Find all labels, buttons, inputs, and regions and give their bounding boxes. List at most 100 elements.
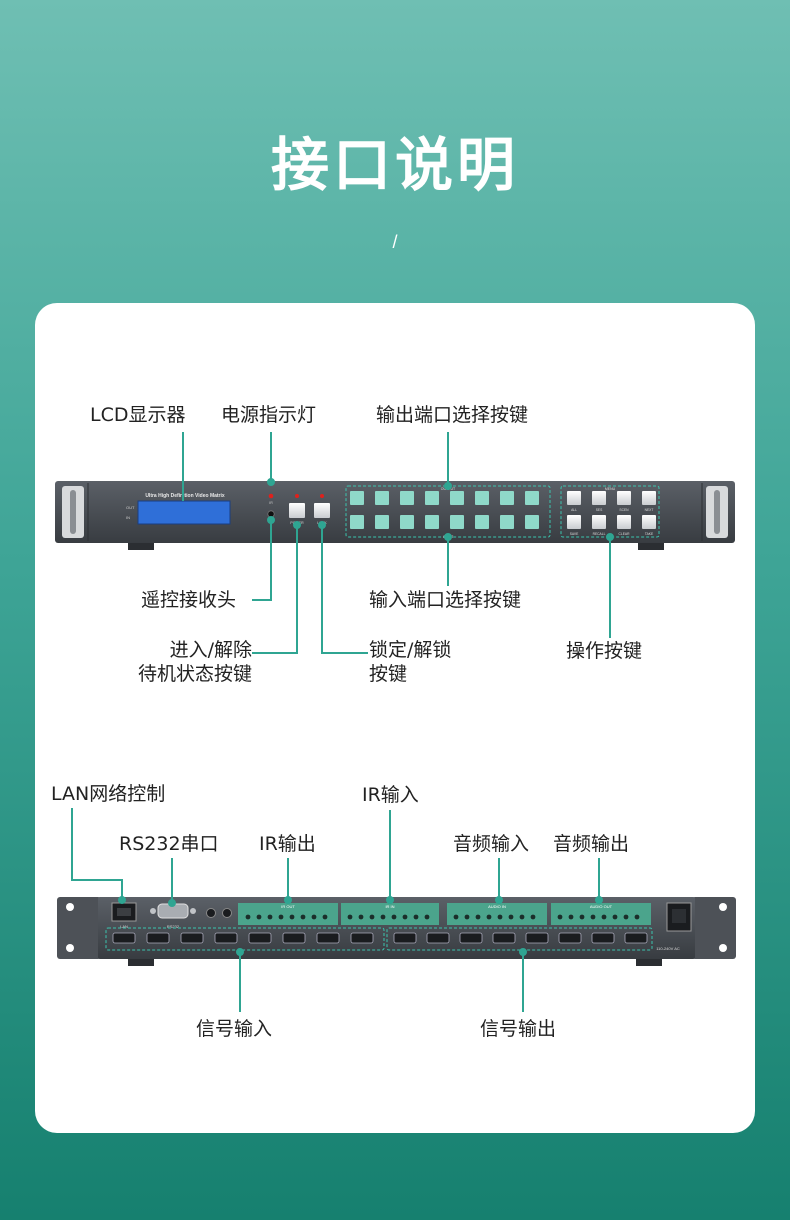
menu-key-recall[interactable] — [592, 515, 606, 529]
menu-key-label: SES — [596, 508, 603, 512]
menu-key-scen[interactable] — [617, 491, 631, 505]
hdmi-output-port[interactable] — [459, 932, 483, 944]
hdmi-output-port[interactable] — [393, 932, 417, 944]
label-ir-receiver: 遥控接收头 — [141, 589, 237, 611]
ir-in-text: IR IN — [385, 904, 394, 909]
label-input-select: 输入端口选择按键 — [369, 589, 522, 611]
audio-out-terminal[interactable] — [551, 903, 651, 925]
menu-key-label: RECALL — [593, 532, 606, 536]
output-key[interactable] — [500, 491, 514, 505]
label-standby-line2: 待机状态按键 — [137, 663, 252, 685]
audio-in-text: AUDIO IN — [488, 904, 506, 909]
hdmi-input-port[interactable] — [316, 932, 340, 944]
input-key[interactable] — [350, 515, 364, 529]
ir-out-terminal[interactable] — [238, 903, 338, 925]
menu-key-label: SAVE — [570, 532, 579, 536]
hdmi-input-port[interactable] — [282, 932, 306, 944]
label-signal-in: 信号输入 — [196, 1018, 273, 1040]
label-audio-out: 音频输出 — [553, 833, 630, 855]
audio-in-terminal[interactable] — [447, 903, 547, 925]
power-spec-text: 110-240V AC — [656, 946, 680, 951]
input-key[interactable] — [400, 515, 414, 529]
label-power-led: 电源指示灯 — [221, 404, 317, 426]
rs232-text: RS232 — [167, 924, 180, 929]
input-keys — [350, 515, 539, 529]
ir-text: IR — [269, 501, 273, 505]
output-keys — [350, 491, 539, 505]
menu-key-save[interactable] — [567, 515, 581, 529]
hdmi-input-port[interactable] — [180, 932, 204, 944]
output-key[interactable] — [525, 491, 539, 505]
ir-out-jack[interactable] — [222, 908, 232, 918]
ir-in-jack[interactable] — [206, 908, 216, 918]
front-callouts — [182, 432, 614, 654]
hdmi-input-port[interactable] — [112, 932, 136, 944]
menu-key-label: SCEN — [619, 508, 629, 512]
hdmi-output-port[interactable] — [591, 932, 615, 944]
label-lock-line2: 按键 — [369, 663, 408, 685]
menu-key-label: CLEAR — [619, 532, 631, 536]
menu-key-label: ALL — [571, 508, 577, 512]
power-led — [268, 493, 274, 499]
page-subtitle: / — [392, 232, 398, 252]
input-key[interactable] — [450, 515, 464, 529]
hdmi-output-port[interactable] — [624, 932, 648, 944]
hdmi-input-port[interactable] — [248, 932, 272, 944]
menu-key-label: TAKE — [645, 532, 654, 536]
input-key[interactable] — [425, 515, 439, 529]
output-key[interactable] — [350, 491, 364, 505]
rear-callouts — [71, 808, 603, 1012]
label-ir-out: IR输出 — [259, 833, 316, 855]
menu-key-label: NEXT — [645, 508, 654, 512]
hdmi-output-port[interactable] — [492, 932, 516, 944]
label-rs232: RS232串口 — [119, 833, 219, 855]
lcd-display — [137, 500, 231, 525]
label-lock-line1: 锁定/解锁 — [369, 639, 452, 661]
hdmi-input-port[interactable] — [214, 932, 238, 944]
menu-key-all[interactable] — [567, 491, 581, 505]
rack-ear-left — [57, 897, 101, 959]
menu-key-take[interactable] — [642, 515, 656, 529]
power-key[interactable] — [289, 503, 305, 518]
hdmi-input-port[interactable] — [350, 932, 374, 944]
menu-key-next[interactable] — [642, 491, 656, 505]
page-title: 接口说明 — [270, 131, 519, 199]
menu-key-clear[interactable] — [617, 515, 631, 529]
label-ir-in: IR输入 — [362, 784, 419, 806]
menu-key-ses[interactable] — [592, 491, 606, 505]
ir-in-terminal[interactable] — [341, 903, 439, 925]
label-operation: 操作按键 — [566, 640, 643, 662]
lan-text: LAN — [120, 924, 128, 929]
audio-out-text: AUDIO OUT — [590, 904, 613, 909]
front-panel: Ultra High Definition Video Matrix OUT I… — [55, 481, 735, 550]
lcd-out-text: OUT — [126, 505, 135, 510]
output-key[interactable] — [475, 491, 489, 505]
content-card — [35, 303, 755, 1133]
rear-panel: LAN RS232 IR OUT IR IN AUDIO IN AUDIO OU… — [57, 897, 736, 966]
output-key[interactable] — [375, 491, 389, 505]
model-text: Ultra High Definition Video Matrix — [145, 493, 225, 499]
lcd-in-text: IN — [126, 515, 130, 520]
signal-input-group — [105, 927, 385, 951]
input-key[interactable] — [475, 515, 489, 529]
output-key[interactable] — [425, 491, 439, 505]
output-key[interactable] — [450, 491, 464, 505]
menu-group-text: MENU — [605, 487, 616, 491]
hdmi-input-port[interactable] — [146, 932, 170, 944]
lock-key[interactable] — [314, 503, 330, 518]
label-signal-out: 信号输出 — [480, 1018, 557, 1040]
label-audio-in: 音频输入 — [453, 833, 530, 855]
input-key[interactable] — [375, 515, 389, 529]
signal-output-group — [386, 927, 653, 951]
hdmi-output-port[interactable] — [525, 932, 549, 944]
output-key[interactable] — [400, 491, 414, 505]
input-key[interactable] — [500, 515, 514, 529]
input-key[interactable] — [525, 515, 539, 529]
label-output-select: 输出端口选择按键 — [376, 404, 529, 426]
hdmi-output-port[interactable] — [426, 932, 450, 944]
menu-key-group-outline — [560, 485, 660, 538]
label-lan: LAN网络控制 — [51, 783, 166, 805]
rack-ear-right — [692, 897, 736, 959]
hdmi-output-port[interactable] — [558, 932, 582, 944]
